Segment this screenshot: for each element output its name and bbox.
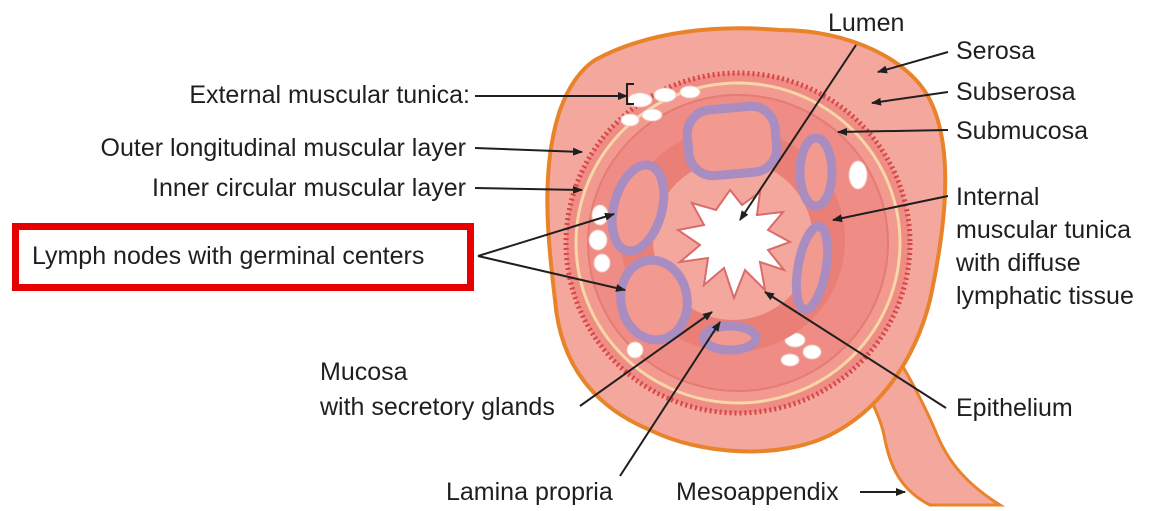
label-serosa: Serosa [956, 36, 1035, 66]
label-lumen: Lumen [828, 8, 904, 38]
label-mucosa-2: with secretory glands [320, 392, 555, 422]
label-lamina-propria: Lamina propria [446, 477, 613, 507]
label-submucosa: Submucosa [956, 116, 1088, 146]
label-internal-muscular-tunica-3: with diffuse [956, 248, 1081, 278]
label-mesoappendix: Mesoappendix [676, 477, 839, 507]
label-inner-circular-layer: Inner circular muscular layer [152, 173, 466, 203]
label-external-muscular-tunica: External muscular tunica: [189, 80, 470, 110]
label-outer-longitudinal-layer: Outer longitudinal muscular layer [101, 133, 466, 163]
label-subserosa: Subserosa [956, 77, 1076, 107]
label-epithelium: Epithelium [956, 393, 1073, 423]
label-lymph-nodes: Lymph nodes with germinal centers [32, 241, 424, 271]
label-internal-muscular-tunica-4: lymphatic tissue [956, 281, 1134, 311]
label-mucosa-1: Mucosa [320, 357, 408, 387]
label-internal-muscular-tunica-2: muscular tunica [956, 215, 1131, 245]
label-internal-muscular-tunica-1: Internal [956, 182, 1039, 212]
